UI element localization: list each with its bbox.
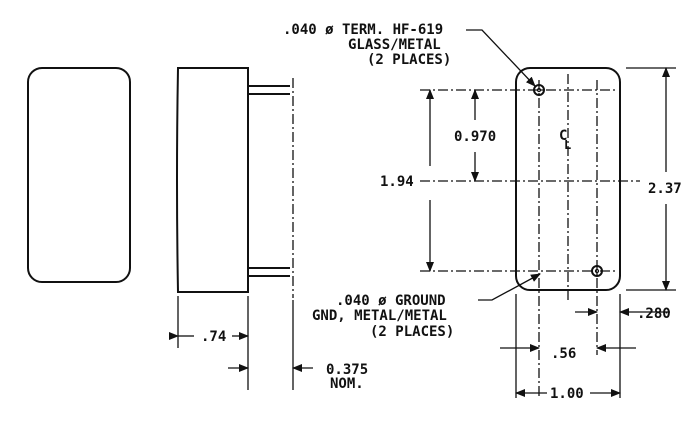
dim-194: 1.94 — [380, 174, 414, 190]
term-note-line3: (2 PLACES) — [367, 52, 451, 68]
dim-nom: NOM. — [330, 376, 364, 392]
front-view-outline — [27, 67, 131, 283]
dim-280: .280 — [637, 306, 671, 322]
ground-note-line3: (2 PLACES) — [370, 324, 454, 340]
term-note-line1: .040 ø TERM. HF-619 — [283, 22, 443, 38]
dim-0375: 0.375 — [326, 362, 368, 378]
side-view — [169, 67, 313, 390]
term-note-line2: GLASS/METAL — [348, 37, 441, 53]
dim-0970: 0.970 — [454, 129, 496, 145]
ground-note-line1: .040 ø GROUND — [336, 293, 446, 309]
dim-237: 2.37 — [648, 181, 682, 197]
dim-100: 1.00 — [550, 386, 584, 402]
ground-note-line2: GND, METAL/METAL — [312, 308, 447, 324]
centerline-c: C — [559, 128, 567, 144]
dim-056: .56 — [551, 346, 576, 362]
dim-074: .74 — [201, 329, 226, 345]
footprint-view — [420, 29, 676, 398]
centerline-l: L — [564, 138, 571, 152]
